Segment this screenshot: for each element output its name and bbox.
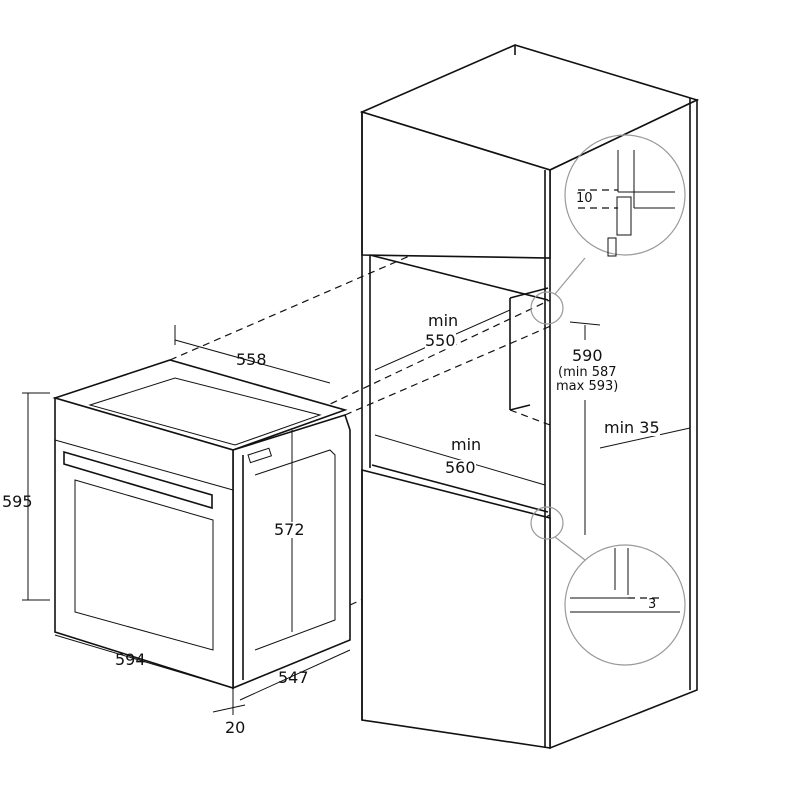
oven-handle (63, 450, 213, 510)
ventilation-label: min 35 (604, 418, 660, 437)
niche-height-range-max: max 593) (556, 379, 619, 394)
oven-window (74, 479, 214, 651)
oven-depth-label: 547 (278, 668, 309, 687)
niche-height-range-min: (min 587 (558, 365, 617, 380)
min-depth-prefix: min (428, 311, 459, 330)
oven-inner-height-label: 572 (274, 520, 305, 539)
oven (52, 359, 351, 690)
oven-height-label: 595 (2, 492, 33, 511)
oven-depth-top-label: 558 (236, 350, 267, 369)
oven-front-thickness-label: 20 (225, 718, 246, 737)
detail-bottom-gap-label: 3 (648, 597, 657, 612)
detail-bottom (530, 506, 686, 666)
min-width-prefix: min (451, 435, 482, 454)
min-width-value: 560 (445, 458, 476, 477)
oven-width-label: 594 (115, 650, 146, 669)
detail-top-gap-label: 10 (576, 191, 593, 206)
min-depth-value: 550 (425, 331, 456, 350)
cabinet (359, 44, 700, 750)
niche-height-label: 590 (572, 346, 603, 365)
detail-top (530, 134, 686, 325)
